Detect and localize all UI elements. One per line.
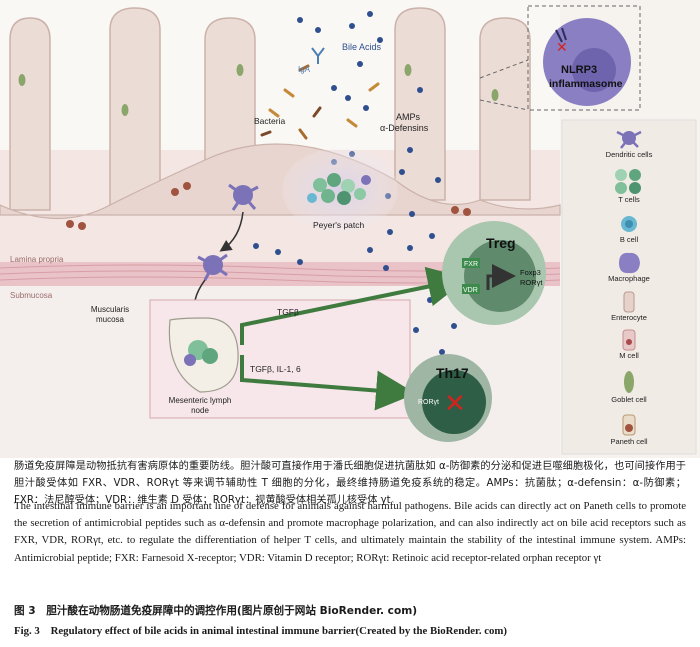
legend-label-bcell: B cell — [620, 235, 639, 244]
macrophage-icon — [619, 252, 640, 274]
alpha-defensins-label: α-Defensins — [380, 123, 429, 133]
bile-acid-dot — [429, 233, 435, 239]
peyers-patch — [282, 148, 398, 232]
bile-acid-dot — [363, 105, 369, 111]
bile-acid-dot — [407, 245, 413, 251]
dc-migration-arrow — [219, 211, 244, 252]
figure-title-chinese: 图 3 胆汁酸在动物肠道免疫屏障中的调控作用(图片原创于网站 BioRender… — [14, 605, 418, 617]
legend-label-dendritic: Dendritic cells — [606, 150, 653, 159]
bile-acid-dot — [349, 23, 355, 29]
legend-panel — [561, 119, 697, 455]
goblet-icon — [624, 371, 634, 393]
peyers-patch-label: Peyer's patch — [313, 220, 365, 230]
lamina-propria-label: Lamina propria — [10, 255, 64, 264]
enterocyte-icon — [623, 291, 635, 313]
legend-label-tcells: T cells — [618, 195, 640, 204]
bile-acid-dot — [345, 95, 351, 101]
receptor-icon — [555, 27, 567, 43]
bile-acid-dot — [297, 17, 303, 23]
bile-acid-dot — [297, 259, 303, 265]
legend-icons — [615, 130, 642, 436]
bile-acid-dot — [435, 177, 441, 183]
tgfb-label: TGFβ — [277, 307, 299, 317]
foxp3-label: Foxp3 — [520, 268, 541, 277]
bile-acid-dot — [315, 27, 321, 33]
bacteria-label: Bacteria — [254, 116, 285, 126]
inflammasome-label: inflammasome — [549, 78, 623, 90]
bile-acid-dot — [409, 211, 415, 217]
mcell-icon — [622, 329, 636, 351]
treg-vdr-label: VDR — [463, 287, 478, 294]
bile-acid-dot — [253, 243, 259, 249]
th17-rorgt-label: RORγt — [418, 399, 439, 406]
dendritic-cell-upper — [228, 183, 259, 211]
bile-acid-dot — [383, 265, 389, 271]
goblet-cells — [18, 64, 499, 116]
treg-vdr-receptor — [462, 284, 480, 294]
cytokine-arrow-to-th17 — [240, 355, 416, 411]
iga-label: IgA — [298, 65, 311, 74]
bile-acid-dot — [451, 323, 457, 329]
figure-illustration: ✕ ✕ Dendritic cells T cells B cellMacropha… — [0, 0, 700, 458]
caption-english: The intestinal immune barrier is an impo… — [14, 500, 686, 564]
th17-label: Th17 — [436, 365, 469, 381]
legend-label-macrophage: Macrophage — [608, 274, 650, 283]
bile-acid-dot — [407, 147, 413, 153]
bile-acid-dot — [417, 87, 423, 93]
treg-rorgt-label: RORγt — [520, 278, 543, 287]
figure-title-english: Fig. 3 Regulatory effect of bile acids i… — [14, 625, 507, 637]
bile-acid-dot — [413, 327, 419, 333]
bile-acid-dot — [367, 11, 373, 17]
treg-fxr-receptor — [462, 258, 480, 268]
dendritic-cell-lower — [197, 253, 228, 281]
bile-acid-dot — [427, 297, 433, 303]
muscularis-label-2: mucosa — [96, 315, 125, 324]
inhibit-x-icon: ✕ — [556, 39, 568, 55]
caption-chinese: 肠道免疫屏障是动物抵抗有害病原体的重要防线。胆汁酸可直接作用于潘氏细胞促进抗菌肽… — [14, 461, 686, 506]
bile-acid-dot — [399, 169, 405, 175]
nlrp3-label: NLRP3 — [561, 64, 597, 76]
bile-acids-label: Bile Acids — [342, 42, 382, 52]
bile-acid-dot — [275, 249, 281, 255]
legend-label-mcell: M cell — [619, 351, 639, 360]
tgfb-il16-label: TGFβ, IL-1, 6 — [250, 364, 301, 374]
nlrp3-inset-box — [527, 5, 641, 111]
dendritic-icon — [616, 130, 642, 149]
legend-label-goblet: Goblet cell — [611, 395, 647, 404]
paneth-icon — [622, 414, 636, 436]
tcell-icon — [615, 169, 641, 194]
iga-icon — [311, 47, 325, 64]
bacteria — [260, 64, 380, 140]
paneth-cells — [66, 182, 471, 230]
tgfb-arrow-to-treg — [240, 266, 468, 345]
legend-label-paneth: Paneth cell — [610, 437, 647, 446]
crypt-floor — [0, 143, 561, 219]
th17-inhibit-x-icon: ✕ — [444, 388, 466, 418]
intestinal-villi — [9, 7, 531, 211]
treg-label: Treg — [486, 235, 516, 251]
mesenteric-label-1: Mesenteric lymph — [169, 396, 232, 405]
bile-acid-dot — [331, 85, 337, 91]
legend-label-enterocyte: Enterocyte — [611, 313, 647, 322]
bile-acid-dot — [439, 349, 445, 355]
amps-label: AMPs — [396, 112, 421, 122]
treg-fxr-label: FXR — [464, 261, 478, 268]
submucosa-label: Submucosa — [10, 291, 53, 300]
muscularis-label-1: Muscularis — [91, 305, 129, 314]
bile-acid-dot — [387, 229, 393, 235]
mesenteric-label-2: node — [191, 406, 209, 415]
bile-acid-dot — [357, 61, 363, 67]
peyers-patch-cells — [307, 173, 371, 205]
bcell-icon — [621, 216, 637, 232]
bile-acid-dot — [367, 247, 373, 253]
bile-acid-dot — [377, 37, 383, 43]
